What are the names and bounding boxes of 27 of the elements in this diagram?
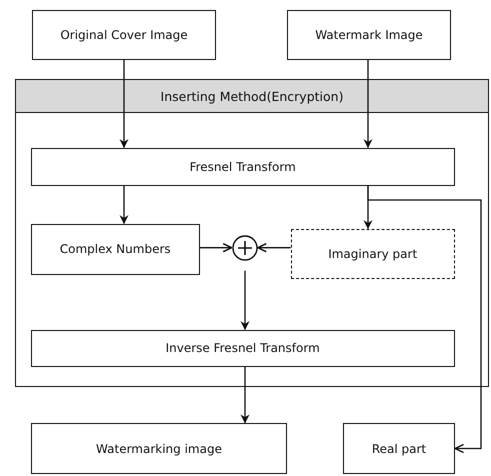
- arrow: [367, 186, 482, 454]
- dashed-box: [290, 228, 455, 279]
- box-label: Inverse Fresnel Transform: [166, 341, 320, 356]
- process-box: [31, 423, 287, 474]
- box-label: Real part: [372, 442, 426, 456]
- arrow: [120, 60, 128, 148]
- arrow: [257, 243, 291, 252]
- process-box: [32, 10, 216, 60]
- box-label: Original Cover Image: [60, 28, 188, 42]
- process-box: [287, 10, 451, 60]
- box-label: Watermark Image: [315, 28, 423, 42]
- section-heading: Inserting Method(Encryption): [16, 80, 488, 113]
- arrow: [240, 270, 250, 330]
- box-label: Fresnel Transform: [190, 160, 296, 174]
- box-label: Imaginary part: [328, 246, 418, 261]
- arrow: [120, 186, 128, 224]
- process-box: [30, 148, 455, 186]
- process-box: [343, 423, 455, 474]
- box-label: Complex Numbers: [60, 242, 171, 256]
- process-box: [30, 224, 200, 275]
- arrow: [364, 60, 372, 148]
- box-label: Watermarking image: [96, 442, 222, 456]
- arrow: [200, 243, 232, 252]
- summing-junction: [232, 234, 258, 261]
- method-container: [15, 79, 489, 387]
- process-box: [30, 330, 455, 367]
- arrow: [240, 366, 250, 424]
